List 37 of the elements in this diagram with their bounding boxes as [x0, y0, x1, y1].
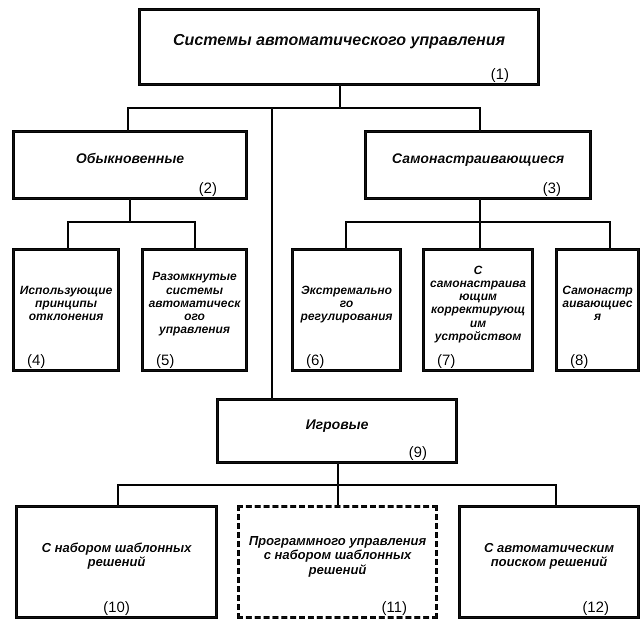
category-title: Экстремального регулирования [299, 284, 394, 324]
category-title: Системы автоматического управления [172, 32, 506, 50]
category-number: (4) [26, 352, 46, 369]
category-number: (1) [490, 66, 510, 83]
category-title: Использующие принципы отклонения [19, 284, 113, 324]
category-title: Самонастраивающиеся [390, 150, 566, 166]
category-number: (9) [408, 444, 428, 461]
category-number: (8) [569, 352, 588, 369]
category-number: (5) [155, 352, 174, 369]
category-box [216, 398, 458, 464]
category-title: Программного управления с набором шаблонных решений [248, 534, 428, 577]
category-number: (2) [198, 180, 218, 197]
category-box [555, 248, 640, 372]
category-number: (11) [381, 598, 408, 616]
category-box [458, 505, 640, 619]
category-number: (10) [103, 598, 130, 616]
category-title: Самонастраивающиеся [562, 284, 633, 324]
category-box [291, 248, 402, 372]
category-title: С набором шаблонных решений [40, 541, 193, 570]
category-box [138, 8, 540, 86]
category-title: Разомкнутые системы автоматического управления [148, 270, 241, 336]
category-number: (12) [582, 598, 610, 616]
category-box [12, 130, 248, 200]
category-number: (7) [436, 352, 456, 369]
category-box [12, 248, 120, 372]
category-title: С самонастраивающим корректирующим устройством [429, 264, 527, 343]
category-number: (6) [305, 352, 324, 369]
category-title: Обыкновенные [74, 150, 186, 166]
dashed-category-box [237, 505, 438, 619]
connector-line [271, 86, 341, 398]
category-box [422, 248, 534, 372]
category-box [15, 505, 218, 619]
category-title: С автоматическим поиском решений [483, 541, 615, 570]
category-title: Игровые [304, 416, 370, 432]
category-box [141, 248, 248, 372]
category-box [364, 130, 592, 200]
category-number: (3) [542, 180, 562, 197]
